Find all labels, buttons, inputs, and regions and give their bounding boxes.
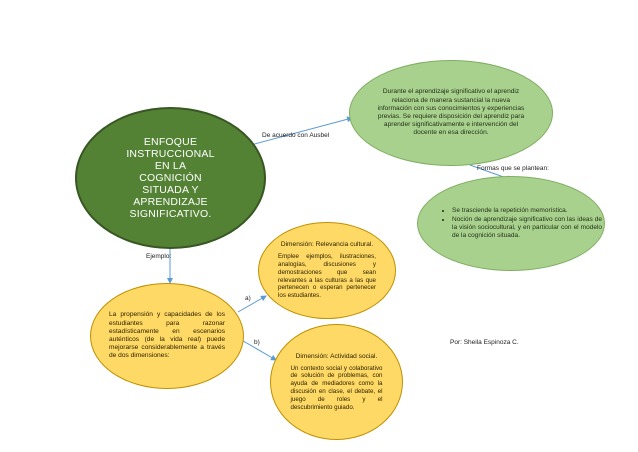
dimension-b-marker: b) xyxy=(254,339,260,346)
formas-node: Se trasciende la repetición memorística.… xyxy=(417,176,605,271)
ejemplo-edge-label: Ejemplo: xyxy=(146,253,172,260)
ausubel-node: Durante el aprendizaje significativo el … xyxy=(349,60,553,166)
formas-item: Noción de aprendizaje significativo con … xyxy=(452,216,602,240)
dimension-cultural-node: Dimensión: Relevancia cultural. Emplee e… xyxy=(258,222,396,319)
ejemplo-text: La propensión y capacidades de los estud… xyxy=(109,311,225,360)
dimension-cultural-title: Dimensión: Relevancia cultural. xyxy=(280,241,374,249)
dimension-social-title: Dimensión: Actividad social. xyxy=(295,352,378,360)
ausubel-edge-label: De acuerdo con Ausbel xyxy=(262,132,330,139)
author-credit: Por: Sheila Espinoza C. xyxy=(450,339,519,346)
dimension-social-node: Dimensión: Actividad social. Un contexto… xyxy=(270,324,403,440)
formas-edge-label: Formas que se plantean: xyxy=(477,165,549,172)
connector-ejemplo-to-dimension-b xyxy=(237,337,277,361)
dimension-a-marker: a) xyxy=(245,295,251,302)
connector-ejemplo-to-dimension-a xyxy=(237,295,267,313)
central-concept-node: ENFOQUE INSTRUCCIONAL EN LA COGNICIÓN SI… xyxy=(75,107,266,249)
dimension-cultural-text: Emplee ejemplos, ilustraciones, analogía… xyxy=(278,253,376,300)
ausubel-text: Durante el aprendizaje significativo el … xyxy=(377,88,525,137)
ejemplo-node: La propensión y capacidades de los estud… xyxy=(90,283,244,389)
dimension-social-text: Un contexto social y colaborativo de sol… xyxy=(290,364,383,411)
formas-list: Se trasciende la repetición memorística.… xyxy=(418,207,602,241)
central-concept-text: ENFOQUE INSTRUCCIONAL EN LA COGNICIÓN SI… xyxy=(126,136,215,220)
formas-item: Se trasciende la repetición memorística. xyxy=(452,207,602,215)
